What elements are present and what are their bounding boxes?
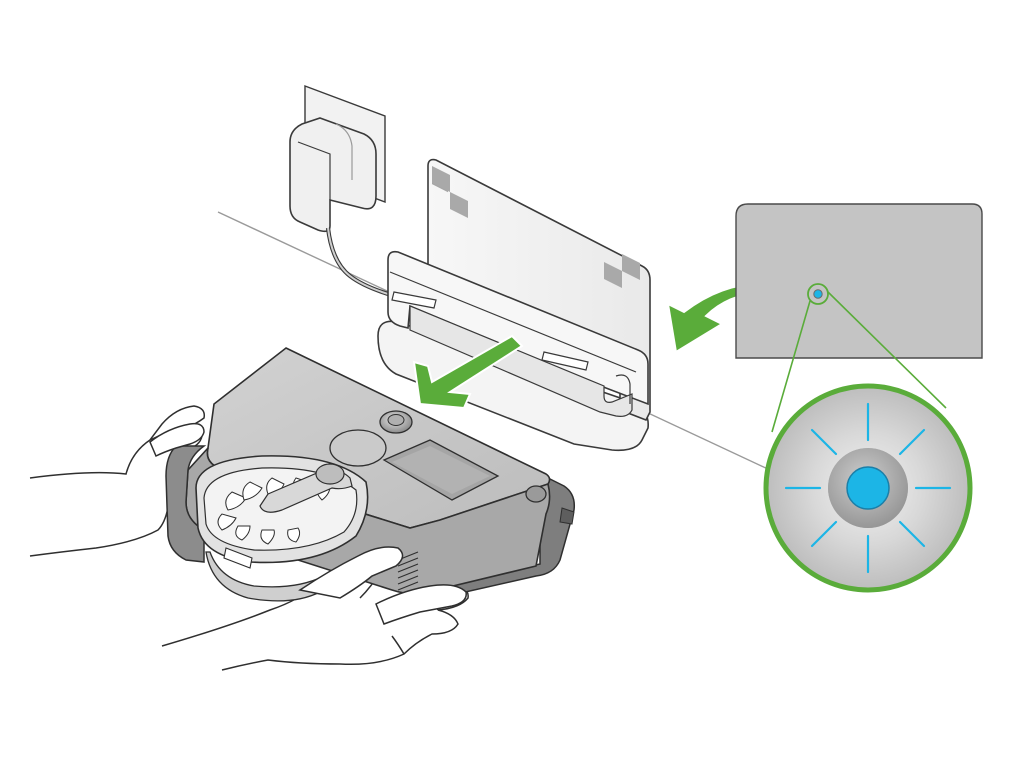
robot-vacuum — [165, 347, 576, 602]
vent-grille — [397, 551, 419, 591]
indicator-panel — [735, 203, 983, 359]
left-hand-fingers — [149, 422, 205, 458]
arrow-down-left-icon — [412, 334, 524, 410]
light-indicator-icon — [784, 402, 952, 574]
right-hand-fingers — [298, 546, 467, 625]
charging-dock — [377, 158, 651, 452]
power-adapter — [289, 117, 377, 233]
indicator-zoom — [763, 383, 973, 593]
zoom-connector — [771, 291, 947, 433]
